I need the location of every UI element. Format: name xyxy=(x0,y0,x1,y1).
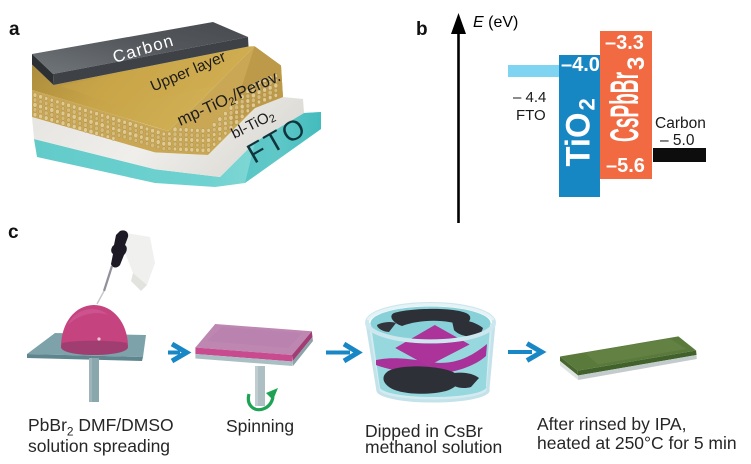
svg-text:–4.0: –4.0 xyxy=(561,54,600,76)
svg-text:–5.6: –5.6 xyxy=(606,155,645,177)
svg-text:– 5.0: – 5.0 xyxy=(660,132,695,149)
svg-text:–3.3: –3.3 xyxy=(605,32,644,54)
svg-text:2: 2 xyxy=(575,98,600,110)
svg-text:E (eV): E (eV) xyxy=(473,14,518,31)
svg-text:FTO: FTO xyxy=(516,107,546,124)
svg-text:3: 3 xyxy=(623,57,650,70)
svg-text:TiO: TiO xyxy=(560,113,598,167)
svg-text:– 4.4: – 4.4 xyxy=(513,89,546,106)
svg-text:CsPbBr: CsPbBr xyxy=(603,72,647,142)
svg-text:Carbon: Carbon xyxy=(655,115,706,132)
